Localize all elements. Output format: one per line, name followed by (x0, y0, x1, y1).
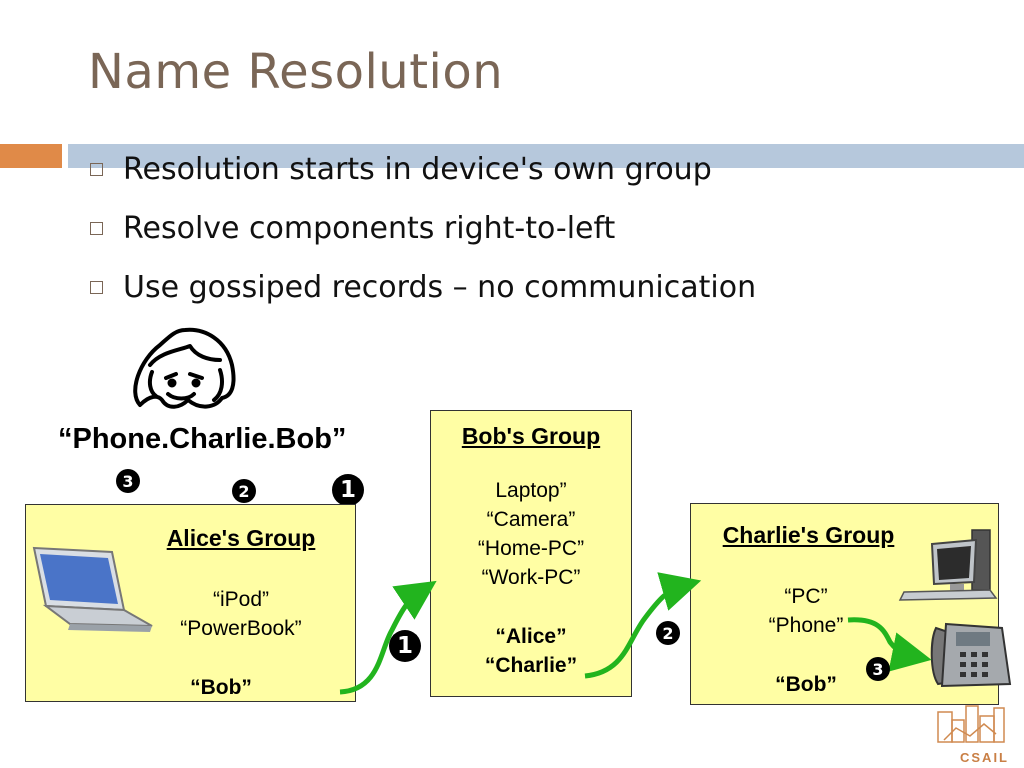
accent-bar-blue (68, 144, 1024, 168)
link-record: “Bob” (775, 673, 837, 696)
marker-2: 2 (232, 479, 256, 503)
bullet-text: Use gossiped records – no communication (123, 270, 757, 305)
record-item: “Home-PC” (477, 537, 585, 560)
group-alice-items: “iPod” “PowerBook” (131, 585, 351, 643)
link-record: “Alice” (495, 625, 567, 648)
group-bob-title: Bob's Group (461, 423, 601, 449)
group-alice-links: “Bob” (111, 673, 331, 702)
record-item: “PowerBook” (180, 617, 302, 640)
group-bob-items: Laptop” “Camera” “Home-PC” “Work-PC” (431, 476, 631, 592)
record-item: Laptop” (495, 479, 567, 502)
bullet-box-icon (90, 163, 103, 176)
record-item: “iPod” (212, 588, 270, 611)
bullet-item: Use gossiped records – no communication (88, 258, 756, 317)
bullet-item: Resolve components right-to-left (88, 199, 756, 258)
record-item: “PC” (784, 585, 828, 608)
group-charlie: Charlie's Group “PC” “Phone” “Bob” (690, 503, 999, 705)
link-record: “Charlie” (484, 654, 578, 677)
bullet-text: Resolve components right-to-left (123, 211, 616, 246)
bullet-list: Resolution starts in device's own group … (88, 140, 756, 317)
query-name: “Phone.Charlie.Bob” (58, 423, 347, 455)
record-item: “Work-PC” (481, 566, 581, 589)
marker-1: 1 (389, 630, 421, 662)
link-record: “Bob” (190, 676, 252, 699)
bullet-box-icon (90, 222, 103, 235)
group-charlie-links: “Bob” (706, 670, 906, 699)
csail-logo-text: CSAIL (960, 750, 1009, 765)
group-charlie-items: “PC” “Phone” (706, 582, 906, 640)
bullet-box-icon (90, 281, 103, 294)
group-bob-links: “Alice” “Charlie” (431, 622, 631, 680)
marker-2: 2 (656, 621, 680, 645)
marker-1: 1 (332, 474, 364, 506)
marker-3: 3 (866, 657, 890, 681)
record-item: “Camera” (486, 508, 576, 531)
marker-3: 3 (116, 469, 140, 493)
group-alice: Alice's Group “iPod” “PowerBook” “Bob” (25, 504, 356, 702)
group-alice-title: Alice's Group (166, 525, 316, 551)
accent-bar-orange (0, 144, 62, 168)
group-bob: Bob's Group Laptop” “Camera” “Home-PC” “… (430, 410, 632, 697)
bullet-text: Resolution starts in device's own group (123, 152, 712, 187)
bullet-item: Resolution starts in device's own group (88, 140, 756, 199)
record-item: “Phone” (768, 614, 844, 637)
slide-title: Name Resolution (88, 44, 504, 100)
group-charlie-title: Charlie's Group (722, 522, 895, 548)
